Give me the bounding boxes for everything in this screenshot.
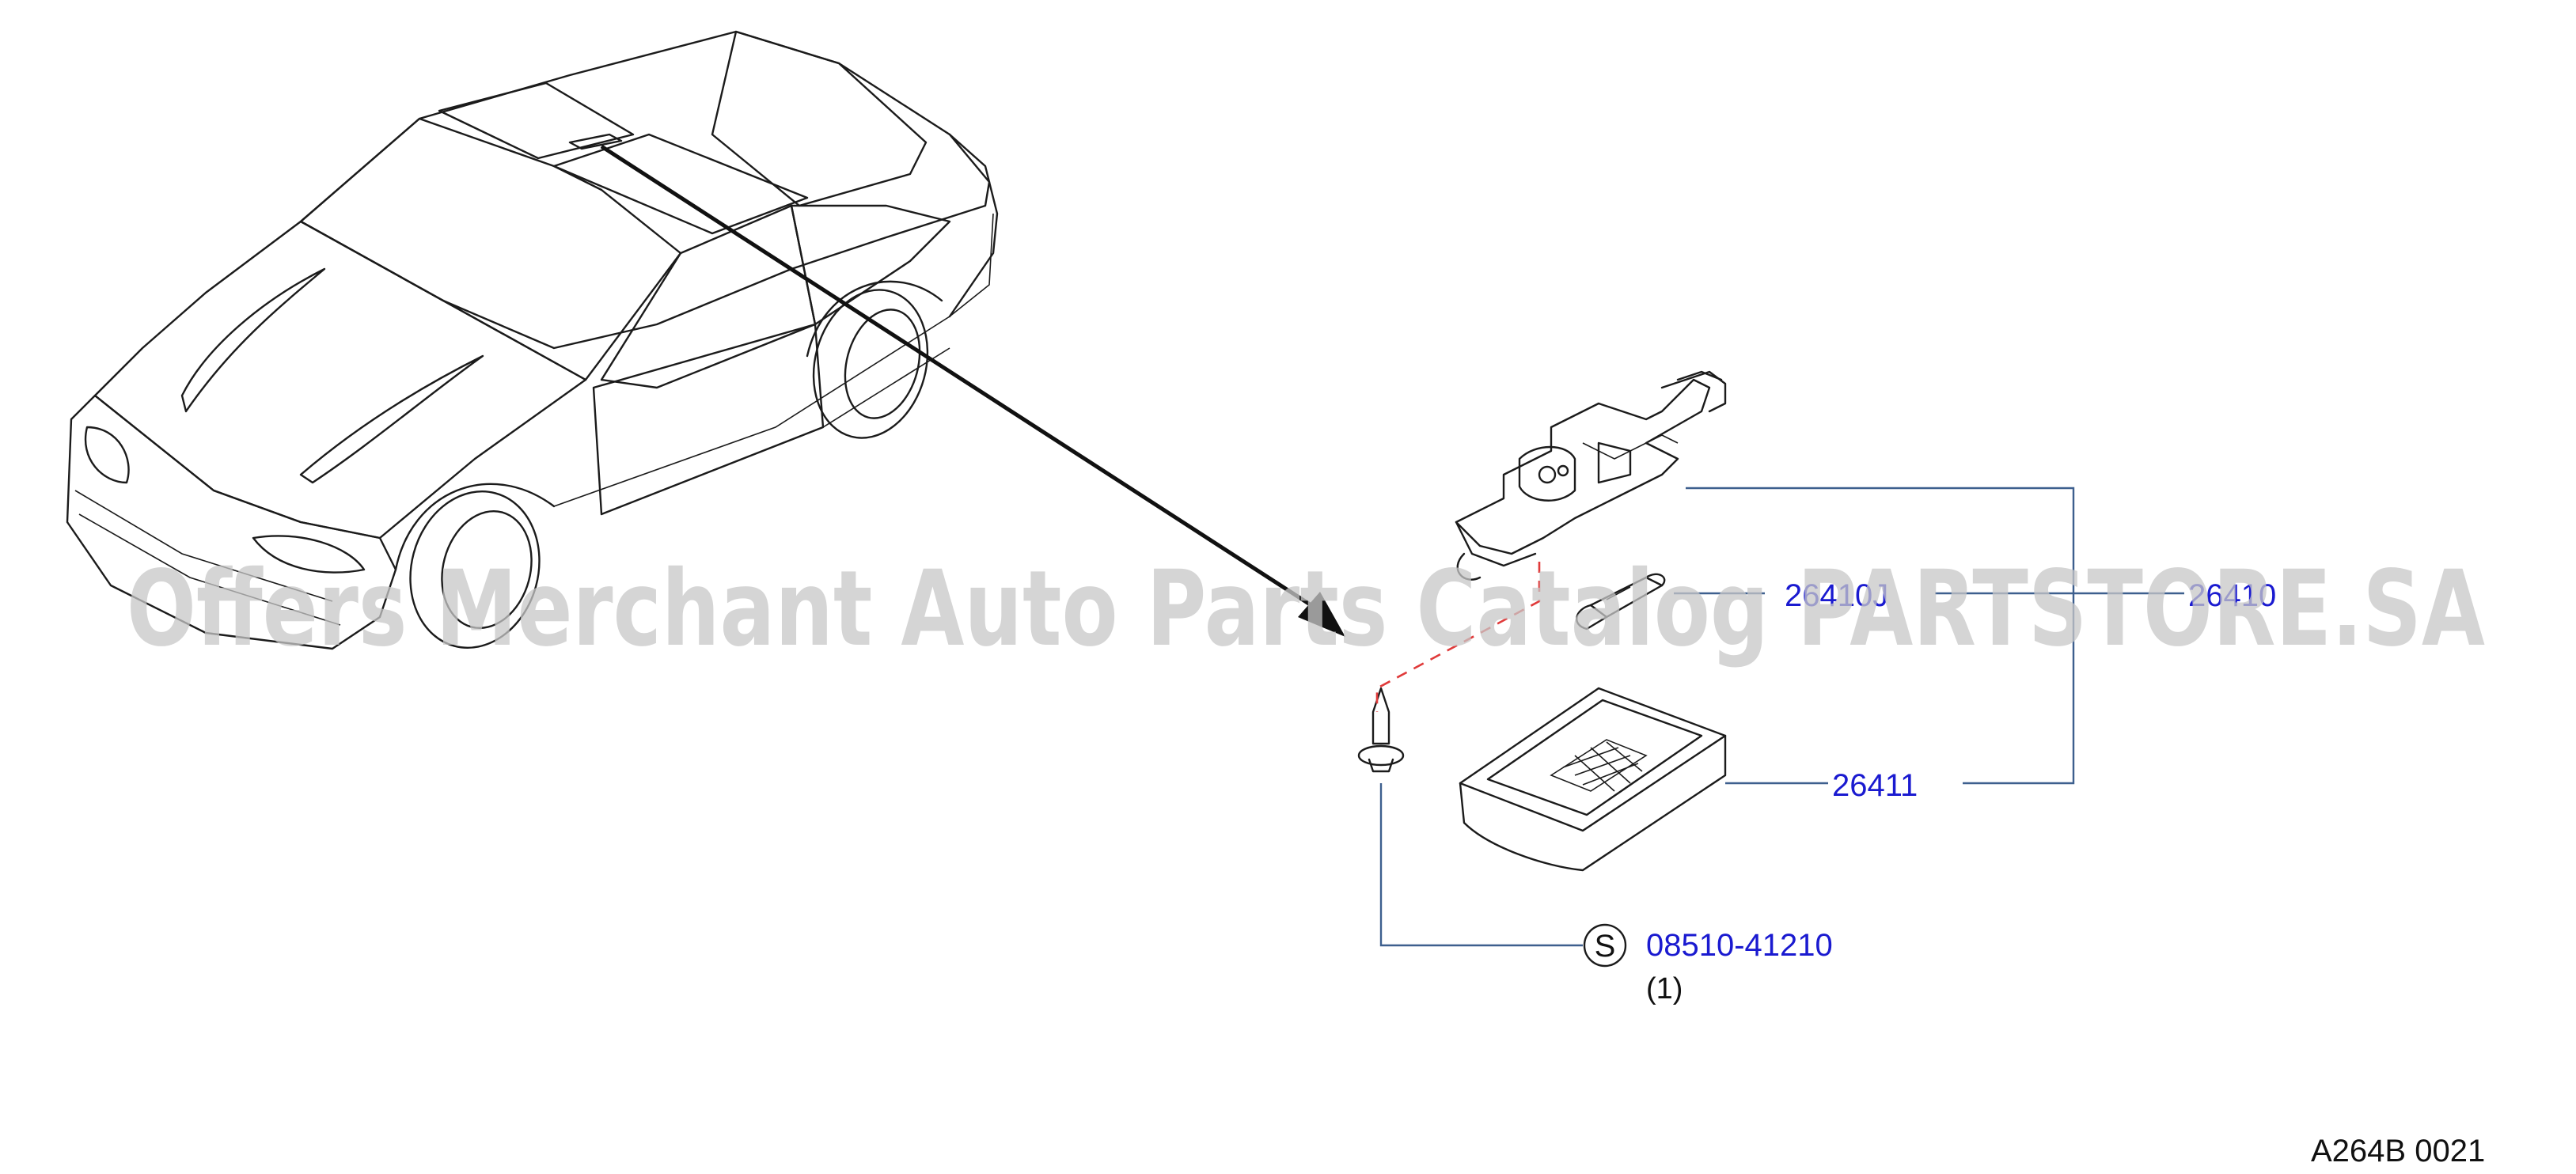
diagram-code: A264B 0021 (2311, 1134, 2485, 1168)
location-arrow (600, 144, 1345, 637)
part-quantity: (1) (1646, 972, 1683, 1005)
svg-text:S: S (1595, 929, 1616, 964)
part-number-26411[interactable]: 26411 (1832, 768, 1918, 803)
lamp-housing-drawing (1455, 370, 1727, 581)
part-number-26410[interactable]: 26410 (2188, 578, 2276, 613)
bulb-drawing (1576, 573, 1666, 631)
part-number-26410j[interactable]: 26410J (1785, 578, 1888, 613)
watermark: Offers Merchant Auto Parts Catalog PARTS… (127, 548, 2485, 670)
part-number-08510-41210[interactable]: 08510-41210 (1646, 928, 1833, 963)
leader-lines (1379, 487, 2184, 947)
screw-drawing (1357, 687, 1405, 773)
assembly-guide-dashed (1375, 562, 1541, 712)
lens-drawing (1459, 687, 1727, 872)
car-illustration (66, 30, 999, 650)
standard-part-symbol: S (1583, 923, 1627, 968)
